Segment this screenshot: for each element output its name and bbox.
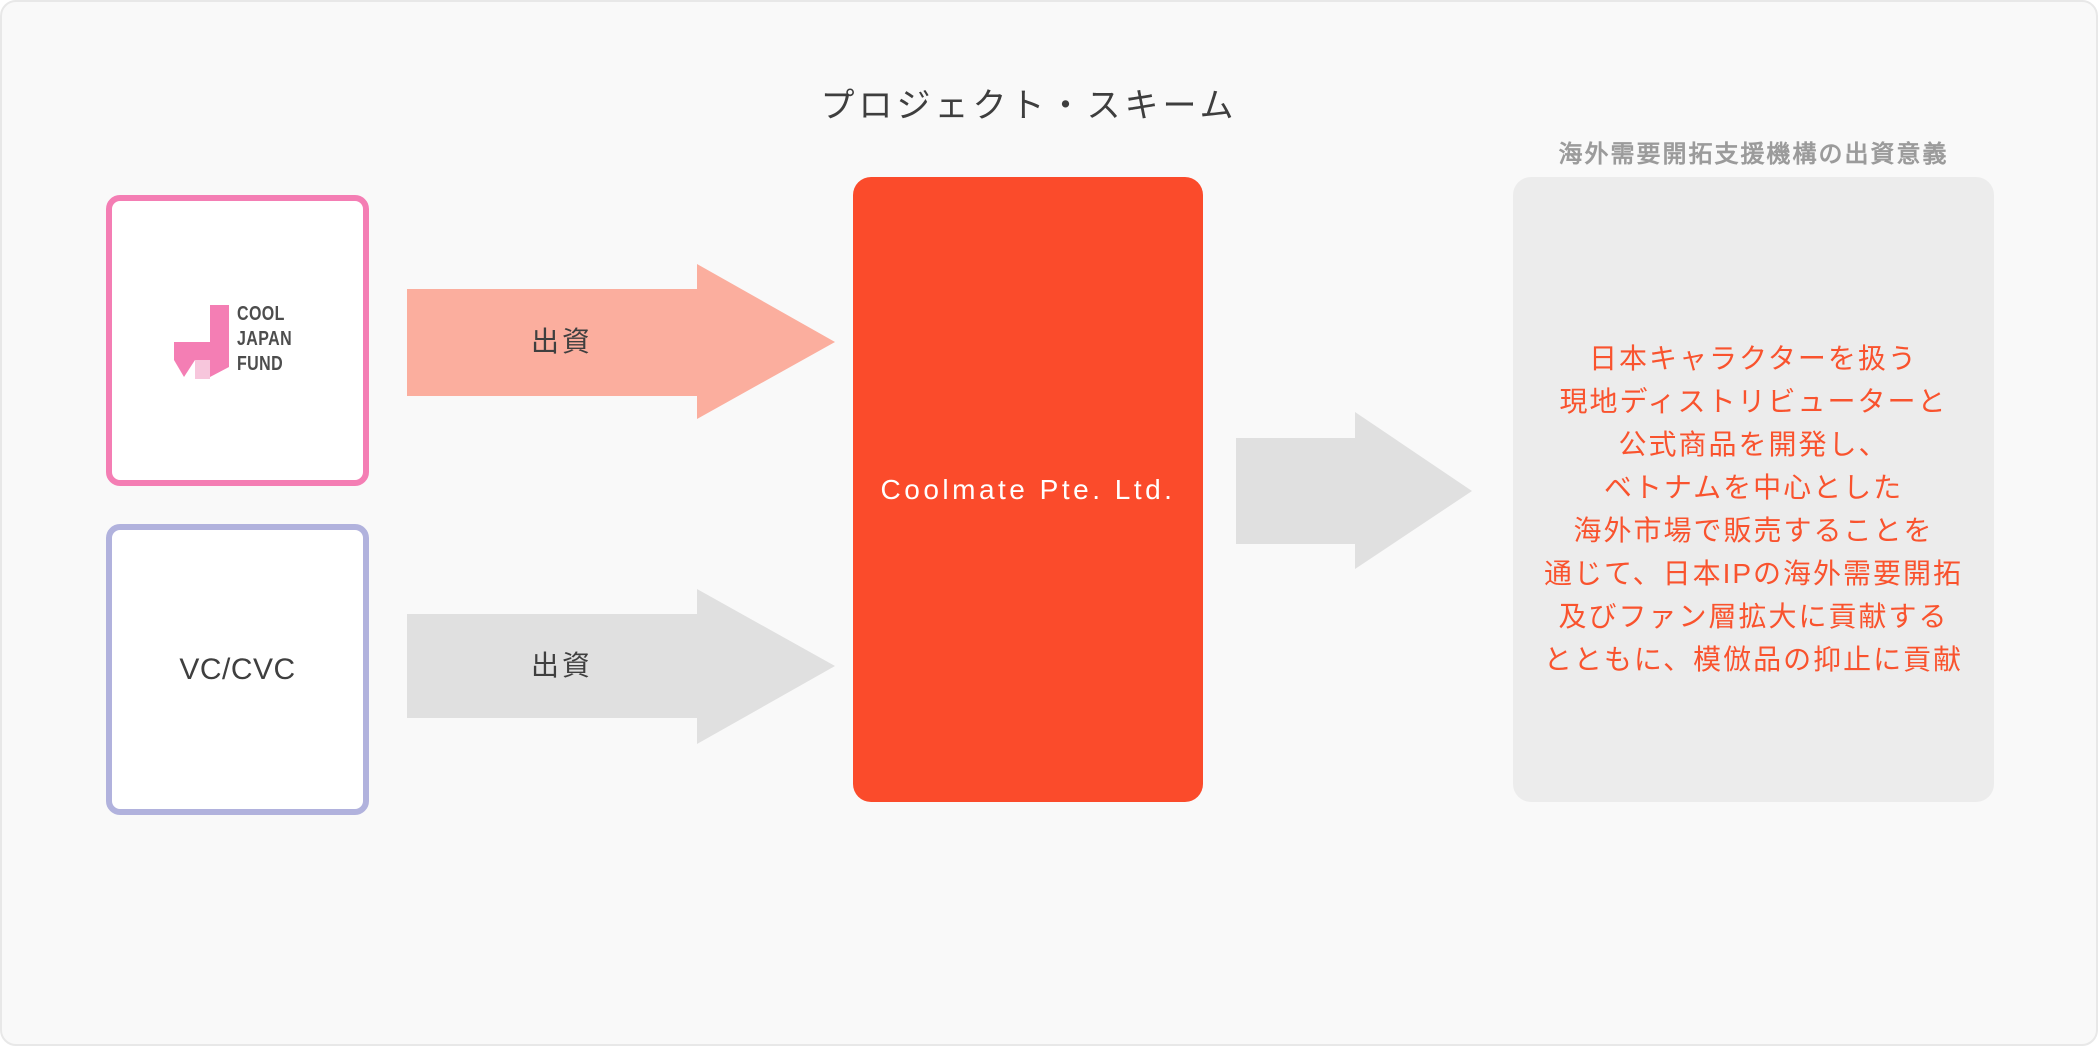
outcome-line: 通じて、日本IPの海外需要開拓 <box>1543 557 1964 589</box>
outcome-heading: 海外需要開拓支援機構の出資意義 <box>1558 141 1949 168</box>
outcome-line: 公式商品を開発し、 <box>1618 428 1889 460</box>
investment-label-vc: 出資 <box>530 650 593 681</box>
logo-text-line: COOL <box>237 303 285 325</box>
logo-text-line: JAPAN <box>237 328 293 350</box>
cool-japan-fund-logo-text: COOL JAPAN FUND <box>237 302 292 377</box>
cool-japan-fund-box: COOL JAPAN FUND <box>106 195 369 486</box>
logo-text-line: FUND <box>237 353 284 375</box>
outcome-line: 現地ディストリビューターと <box>1559 385 1948 417</box>
outcome-line: 海外市場で販売することを <box>1573 514 1934 546</box>
cool-japan-fund-logo-mark <box>174 305 229 379</box>
outcome-line: 及びファン層拡大に貢献する <box>1558 600 1949 632</box>
outcome-line: とともに、模倣品の抑止に貢献 <box>1543 643 1964 675</box>
logo-j-fold <box>195 360 210 379</box>
investment-arrow-cjf <box>407 264 835 419</box>
logo-j-tail <box>174 360 195 377</box>
outcome-panel: 日本キャラクターを扱う 現地ディストリビューターと 公式商品を開発し、 ベトナム… <box>1513 177 1994 802</box>
investment-arrow-vc <box>407 589 835 744</box>
outcome-line: 日本キャラクターを扱う <box>1589 342 1918 374</box>
outcome-line: ベトナムを中心とした <box>1603 471 1904 503</box>
outcome-arrow <box>1236 412 1472 569</box>
coolmate-label: Coolmate Pte. Ltd. <box>880 473 1176 505</box>
logo-j-arm <box>174 342 210 360</box>
diagram-title: プロジェクト・スキーム <box>820 87 1238 125</box>
coolmate-box: Coolmate Pte. Ltd. <box>853 177 1203 802</box>
vc-cvc-label: VC/CVC <box>179 652 296 686</box>
vc-cvc-box: VC/CVC <box>106 524 369 815</box>
investment-label-cjf: 出資 <box>530 326 593 357</box>
logo-j-bar <box>210 305 229 377</box>
